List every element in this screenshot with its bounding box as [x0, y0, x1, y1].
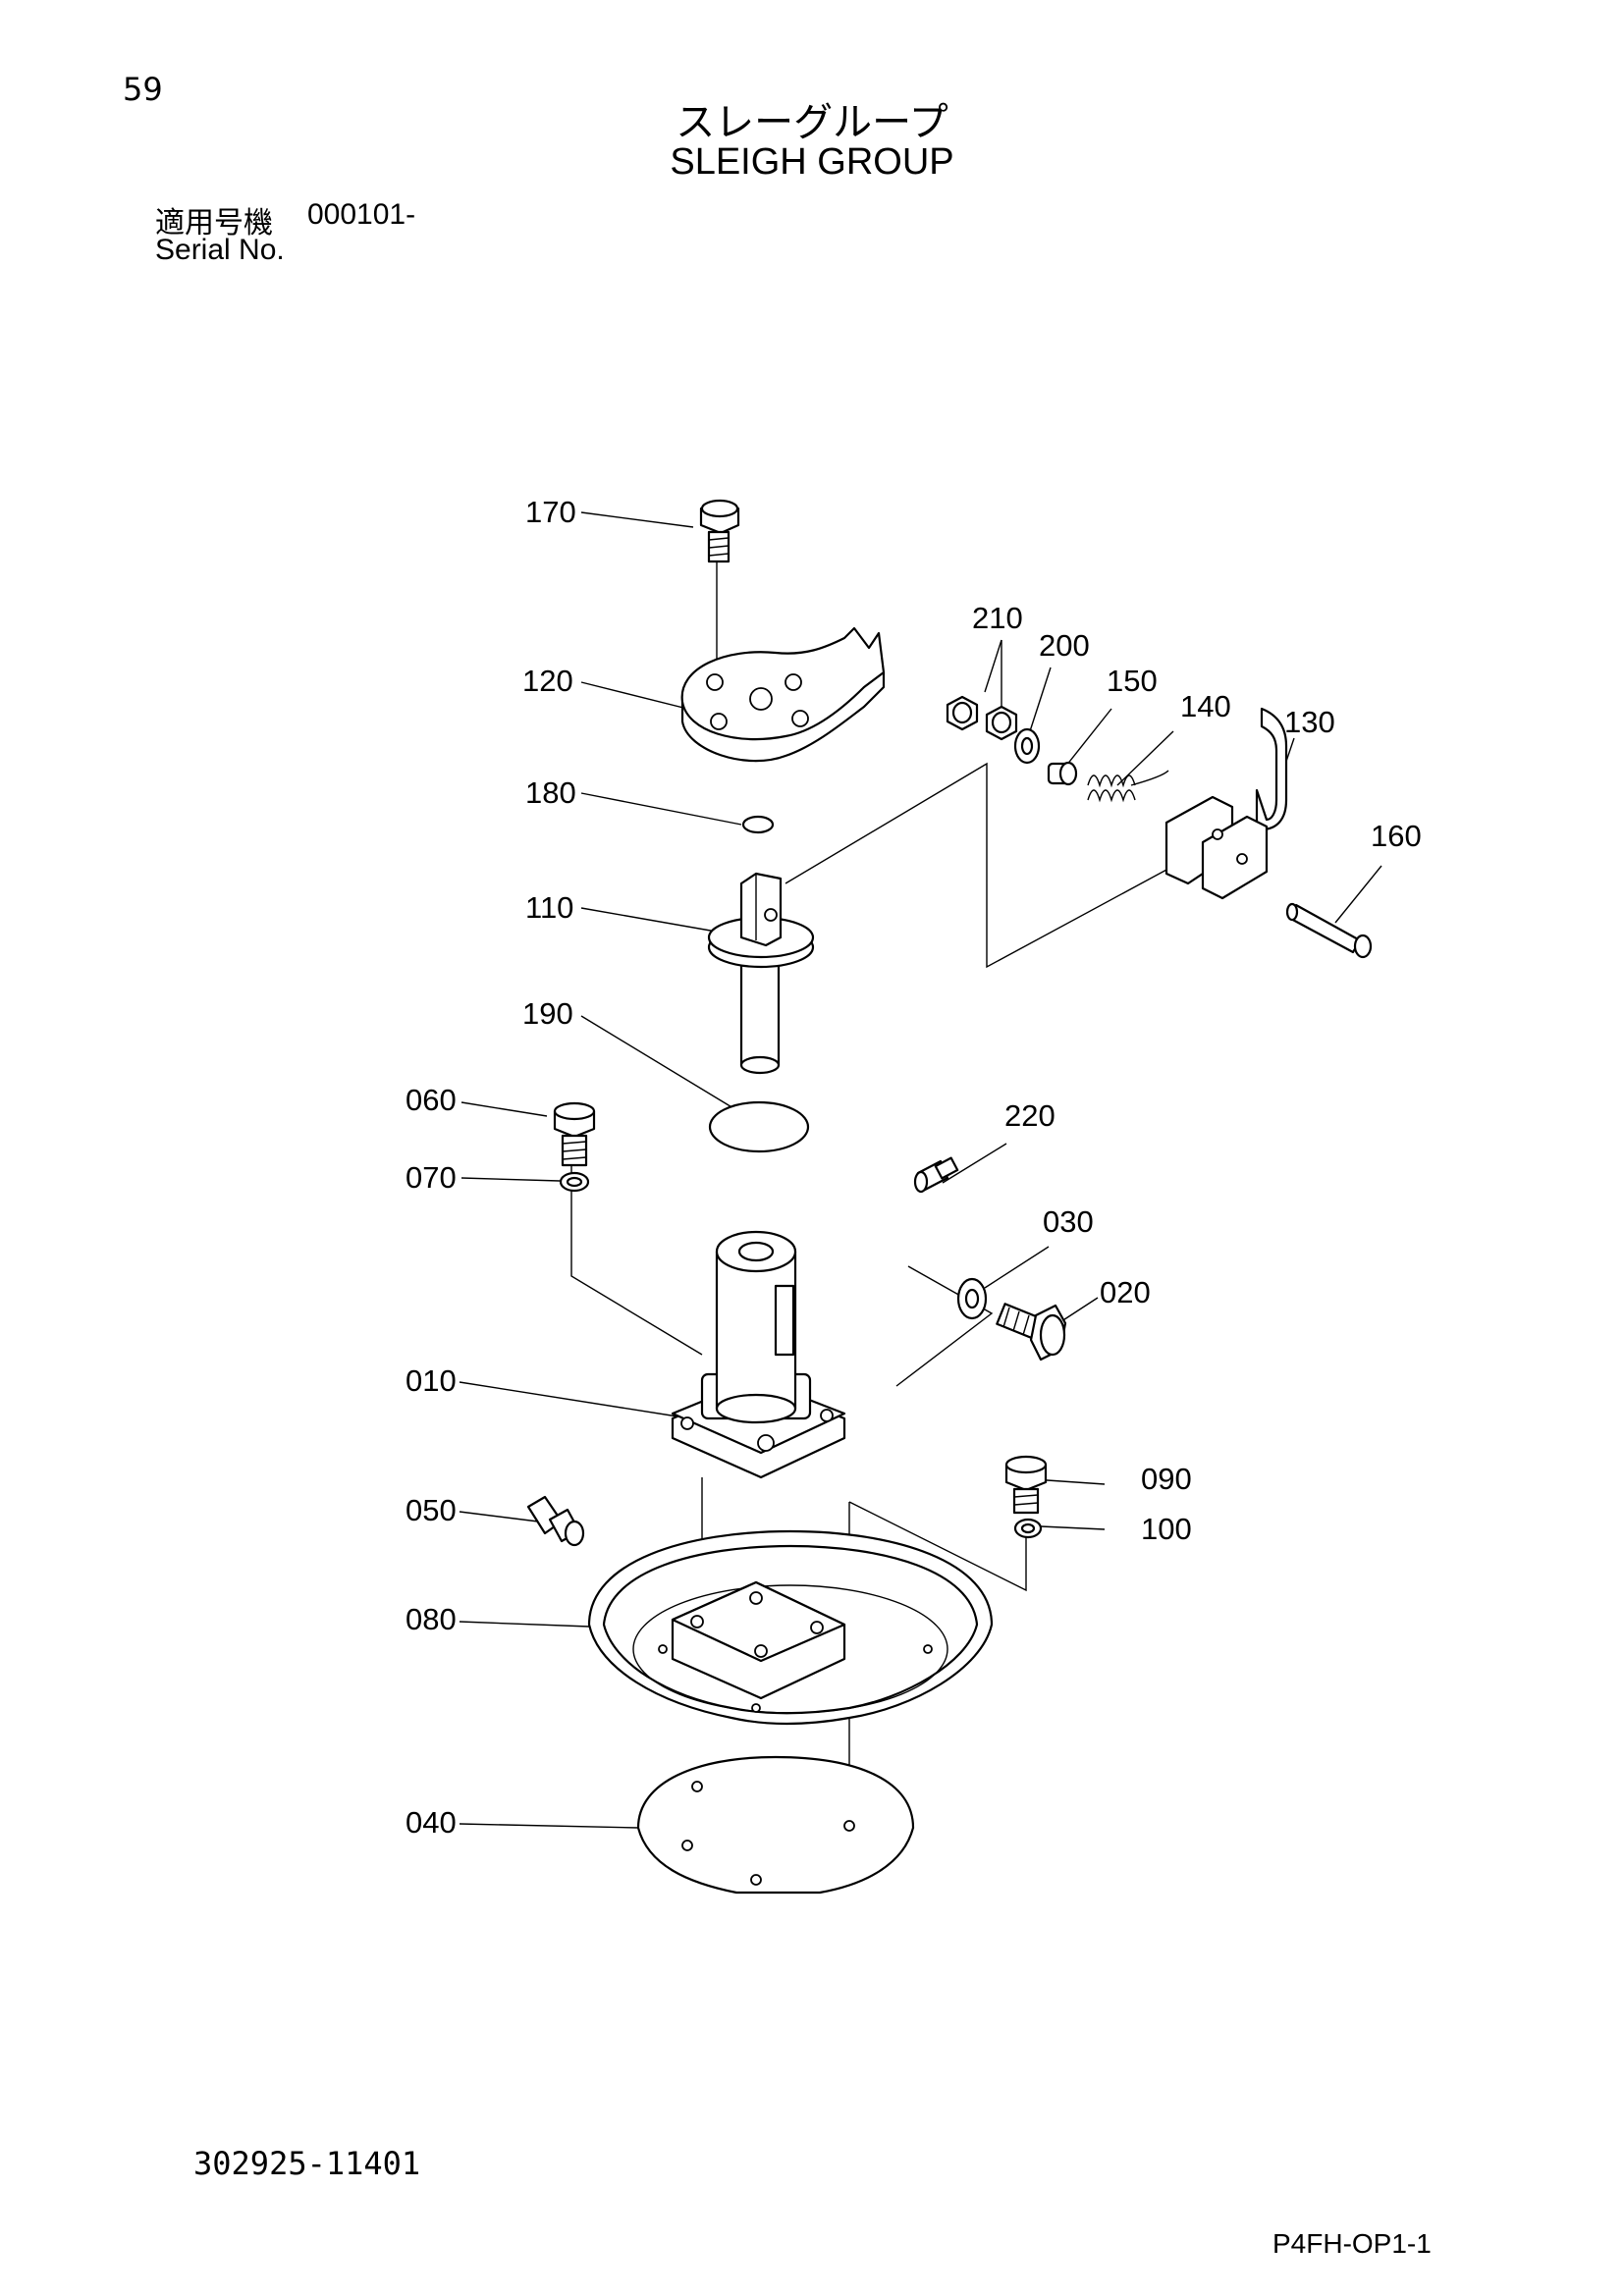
label-210: 210	[972, 601, 1023, 635]
label-150: 150	[1107, 664, 1158, 698]
part-170-bolt	[699, 499, 740, 563]
label-030: 030	[1043, 1204, 1094, 1239]
serial-label-jp: 適用号機	[155, 206, 273, 240]
label-090: 090	[1141, 1462, 1192, 1496]
part-200-washer	[1013, 727, 1041, 765]
part-100-washer	[1013, 1518, 1043, 1539]
part-010-housing	[671, 1230, 846, 1479]
label-080: 080	[406, 1602, 457, 1636]
part-190-disc	[708, 1100, 810, 1153]
part-220-fitting	[913, 1156, 959, 1194]
label-060: 060	[406, 1083, 457, 1117]
label-190: 190	[522, 996, 573, 1031]
label-140: 140	[1180, 689, 1231, 723]
part-020-bolt	[996, 1303, 1067, 1362]
page-title-jp: スレーグループ	[676, 100, 948, 145]
part-090-bolt	[1004, 1455, 1048, 1515]
part-160-pin	[1285, 902, 1373, 959]
label-010: 010	[406, 1363, 457, 1398]
label-070: 070	[406, 1160, 457, 1195]
part-130-bracket	[1164, 707, 1288, 900]
page-code: P4FH-OP1-1	[1272, 2228, 1432, 2259]
part-070-washer	[559, 1171, 590, 1193]
label-220: 220	[1004, 1098, 1056, 1133]
part-080-pan	[587, 1529, 994, 1726]
part-180-pin	[741, 815, 775, 834]
label-120: 120	[522, 664, 573, 698]
part-110-shaft	[707, 872, 815, 1075]
label-020: 020	[1100, 1275, 1151, 1309]
label-160: 160	[1371, 819, 1422, 853]
part-030-washer	[956, 1277, 988, 1320]
serial-value: 000101-	[307, 198, 416, 231]
label-110: 110	[525, 890, 573, 925]
document-number: 302925-11401	[193, 2145, 421, 2182]
part-050-fitting	[526, 1495, 585, 1547]
label-130: 130	[1284, 705, 1335, 739]
label-100: 100	[1141, 1512, 1192, 1546]
part-150-collar	[1047, 761, 1078, 786]
label-050: 050	[406, 1493, 457, 1527]
part-labels: 170 120 180 110 190 060 070 010 050 080 …	[406, 495, 1422, 1840]
label-040: 040	[406, 1805, 457, 1840]
serial-label-en: Serial No.	[155, 234, 285, 266]
label-200: 200	[1039, 628, 1090, 663]
part-140-spring	[1087, 770, 1169, 803]
label-180: 180	[525, 775, 576, 810]
part-210-nuts	[946, 695, 1018, 741]
part-060-bolt	[553, 1101, 596, 1167]
label-170: 170	[525, 495, 576, 529]
page-title-en: SLEIGH GROUP	[670, 141, 954, 183]
page-number: 59	[123, 71, 163, 108]
part-120-plate	[680, 626, 886, 763]
part-040-cover	[636, 1755, 915, 1895]
